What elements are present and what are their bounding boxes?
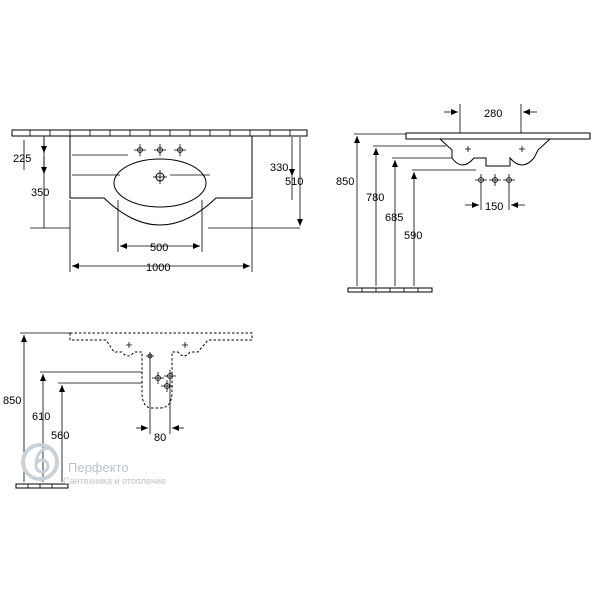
side-basin-body: [439, 138, 551, 167]
bottom-dim-610: 610: [32, 411, 50, 423]
front-dim-330: 330: [270, 162, 288, 174]
watermark-logo: Перфекто Сантехника и отопление: [21, 443, 166, 486]
side-view: 280 150: [336, 104, 591, 293]
bottom-tap-holes: [126, 342, 188, 392]
bottom-floor: [15, 483, 69, 489]
front-bowl: [113, 158, 207, 208]
bottom-basin-dashed-outline: [69, 332, 253, 409]
front-view: 225 350 330 510 500 1000: [11, 129, 308, 274]
side-dim-280: 280: [484, 108, 502, 120]
front-dim-510: 510: [285, 176, 303, 188]
logo-mark-icon: [21, 443, 59, 481]
side-dim-685: 685: [385, 212, 403, 224]
side-dim-780: 780: [366, 192, 384, 204]
front-dim-350: 350: [31, 187, 49, 199]
side-tap-holes: [465, 146, 525, 186]
front-dim-225: 225: [13, 153, 31, 165]
front-tap-holes: [134, 144, 186, 156]
watermark-title: Перфекто: [68, 460, 129, 475]
side-countertop: [405, 132, 591, 140]
front-dim-1000: 1000: [146, 262, 170, 274]
front-dim-500: 500: [150, 242, 168, 254]
side-dim-150: 150: [485, 201, 503, 213]
side-dim-850: 850: [336, 176, 354, 188]
front-countertop: [11, 129, 308, 137]
side-dim-590: 590: [404, 230, 422, 242]
bottom-dim-850: 850: [3, 395, 21, 407]
bottom-dim-80: 80: [154, 432, 166, 444]
bottom-dim-560: 560: [51, 430, 69, 442]
front-basin-outline: [69, 136, 253, 226]
watermark-subtitle: Сантехника и отопление: [63, 476, 166, 486]
